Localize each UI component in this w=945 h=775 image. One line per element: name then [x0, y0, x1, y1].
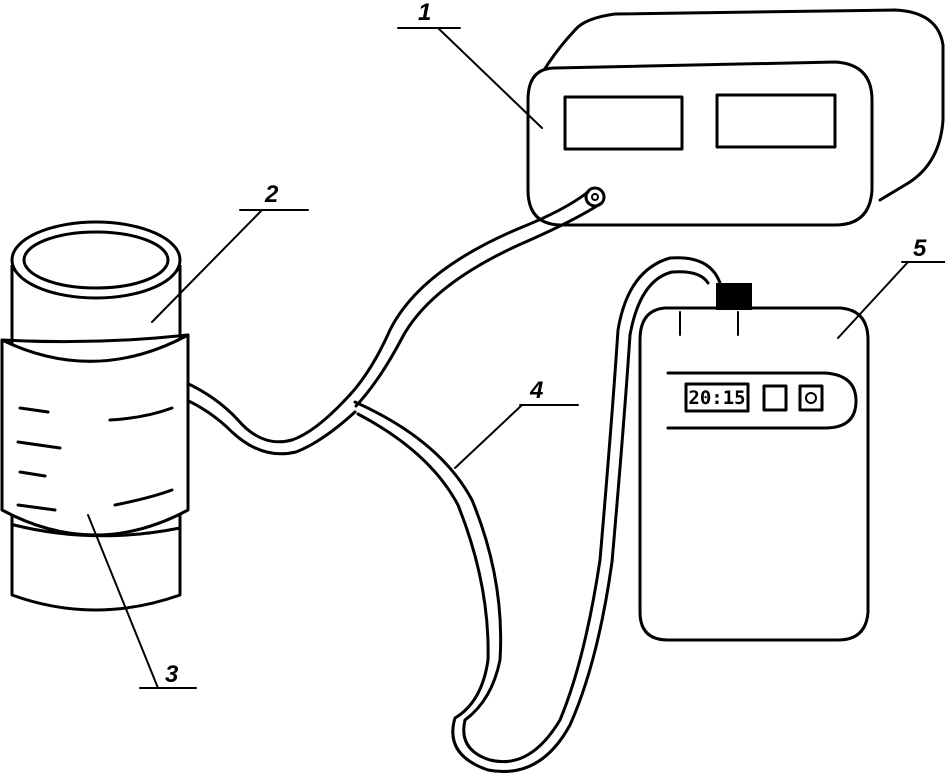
label-1: 1 [397, 0, 543, 129]
recorder-button-square [762, 384, 788, 412]
recorder-lcd-text: 20:15 [688, 387, 745, 409]
label-5: 5 [837, 235, 945, 339]
label-3: 3 [87, 514, 197, 689]
label-3-text: 3 [165, 661, 179, 688]
label-2-text: 2 [264, 181, 279, 208]
recorder-button-round [798, 384, 824, 412]
monitor-display-left [563, 95, 684, 151]
monitor-unit [526, 8, 945, 227]
cuff [0, 333, 190, 538]
recorder-lcd [684, 382, 750, 413]
tube-assembly [178, 190, 722, 773]
recorder-unit: 20:15 [638, 283, 870, 642]
label-4-text: 4 [529, 377, 543, 404]
label-2: 2 [151, 181, 309, 323]
recorder-connector [716, 283, 752, 310]
recorder-control-strip [666, 371, 858, 430]
label-4: 4 [454, 377, 579, 469]
label-1-text: 1 [418, 0, 431, 26]
label-5-text: 5 [913, 235, 927, 262]
monitor-display-right [715, 93, 837, 149]
